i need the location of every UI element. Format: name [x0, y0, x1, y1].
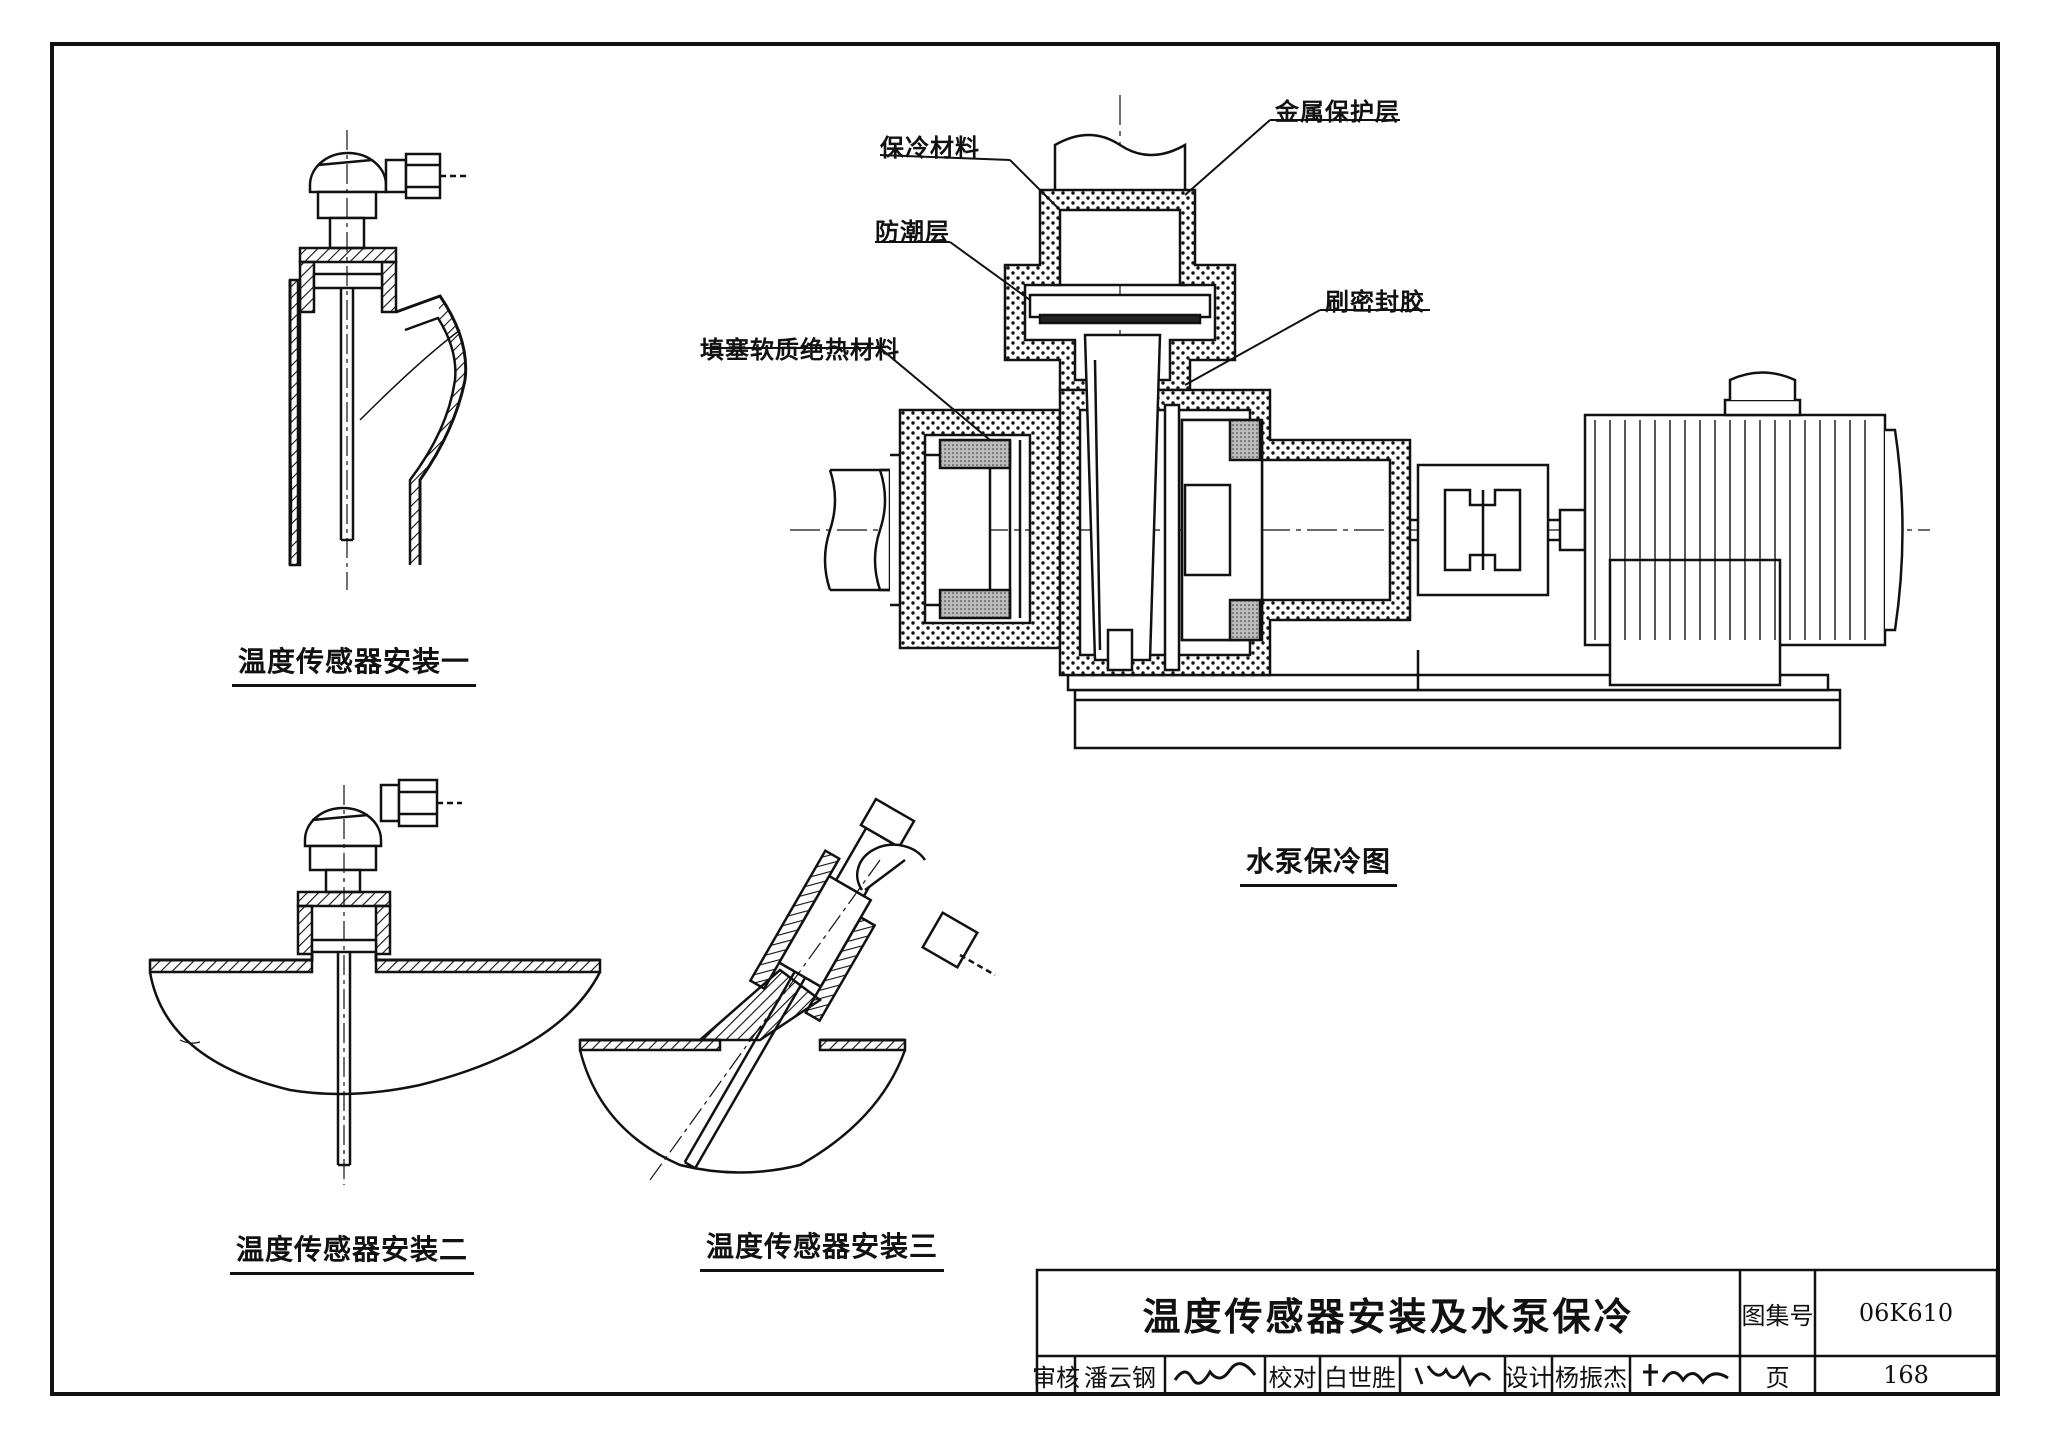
caption-sensor-install-2: 温度传感器安装二 [230, 1228, 475, 1275]
label-metal-protective-layer: 金属保护层 [1275, 98, 1400, 126]
title-block-frame [1035, 1268, 1999, 1396]
page-number: 168 [1883, 1361, 1929, 1389]
checker-name: 白世胜 [1324, 1363, 1396, 1392]
designer-name: 杨振杰 [1555, 1363, 1627, 1392]
pump-insulation-figure [705, 95, 1930, 750]
design-label: 设计 [1504, 1363, 1553, 1392]
reviewer-name: 潘云钢 [1084, 1363, 1156, 1392]
caption-sensor-install-3: 温度传感器安装三 [700, 1225, 945, 1272]
check-label: 校对 [1268, 1363, 1317, 1392]
label-moisture-barrier: 防潮层 [875, 218, 950, 246]
atlas-no-label: 图集号 [1741, 1301, 1814, 1330]
designer-signature [1630, 1356, 1740, 1394]
caption-sensor-install-1: 温度传感器安装一 [232, 640, 477, 687]
review-label: 审核 [1032, 1363, 1080, 1392]
sensor-install-2-figure [148, 778, 602, 1185]
sheet-border [50, 42, 2000, 1396]
caption-pump-cold-insulation: 水泵保冷图 [1240, 840, 1398, 887]
label-brushed-sealant: 刷密封胶 [1325, 288, 1425, 316]
reviewer-signature [1165, 1356, 1265, 1394]
label-insulation-material: 保冷材料 [880, 134, 980, 162]
checker-signature [1400, 1356, 1505, 1394]
sensor-install-3-figure [578, 797, 996, 1181]
drawing-title: 温度传感器安装及水泵保冷 [1142, 1293, 1635, 1339]
atlas-no: 06K610 [1858, 1299, 1954, 1327]
page-label: 页 [1765, 1363, 1790, 1392]
sensor-install-1-figure [288, 130, 470, 590]
label-packed-soft-insulation: 填塞软质绝热材料 [700, 336, 900, 364]
